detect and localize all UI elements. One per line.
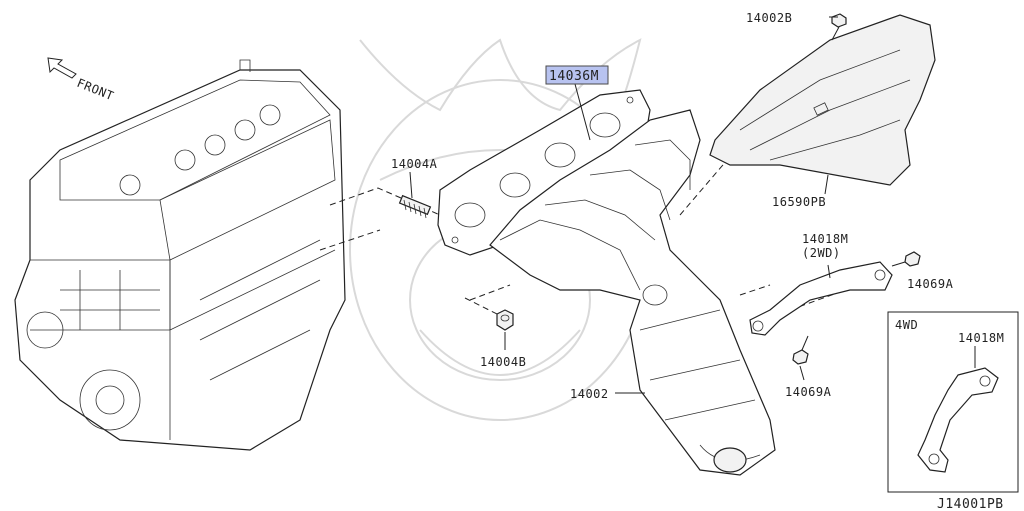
inset-bracket-label[interactable]: 14018M bbox=[958, 331, 1004, 345]
nut-part bbox=[496, 309, 514, 331]
gasket-callout-line bbox=[574, 83, 591, 141]
label-stud[interactable]: 14004A bbox=[391, 157, 438, 171]
front-label: FRONT bbox=[75, 76, 116, 103]
label-bracket-bolt-upper[interactable]: 14069A bbox=[907, 277, 954, 291]
engine-leader bbox=[319, 229, 381, 251]
stud-callout-line bbox=[409, 171, 413, 199]
bracket-bolt-lower-part bbox=[792, 335, 809, 365]
diagram-code: J14001PB bbox=[937, 497, 1004, 511]
inset-bracket-part bbox=[917, 367, 999, 473]
bracket-callout-line bbox=[827, 264, 831, 279]
front-arrow-icon bbox=[47, 57, 77, 79]
nut-leader-2 bbox=[464, 297, 506, 319]
gasket-highlight-box bbox=[545, 65, 609, 85]
label-manifold[interactable]: 14002 bbox=[570, 387, 609, 401]
label-heat-shield-bolt[interactable]: 14002B bbox=[746, 11, 792, 25]
inset-title: 4WD bbox=[895, 318, 918, 332]
label-bracket-bolt-lower[interactable]: 14069A bbox=[785, 385, 832, 399]
label-nut[interactable]: 14004B bbox=[480, 355, 526, 369]
nut-leader-1 bbox=[469, 284, 511, 301]
shield-leader bbox=[679, 144, 741, 216]
shield-callout-line bbox=[824, 174, 829, 195]
heat-shield-part bbox=[709, 14, 936, 186]
bracket-leader bbox=[739, 284, 771, 296]
stud-part bbox=[398, 194, 432, 219]
label-heat-shield[interactable]: 16590PB bbox=[772, 195, 826, 209]
label-bracket-2wd-note: (2WD) bbox=[802, 246, 841, 260]
bracket-bolt-upper-part bbox=[891, 251, 921, 267]
stud-leader bbox=[329, 187, 441, 216]
manifold-part bbox=[489, 109, 776, 476]
engine-block bbox=[14, 59, 346, 451]
label-gasket[interactable]: 14036M bbox=[549, 69, 599, 84]
lower-bolt-callout-line bbox=[799, 365, 805, 381]
bracket-2wd-part bbox=[749, 261, 893, 336]
inset-4wd: 4WD 14018M bbox=[887, 311, 1019, 493]
label-bracket-2wd[interactable]: 14018M bbox=[802, 232, 848, 246]
